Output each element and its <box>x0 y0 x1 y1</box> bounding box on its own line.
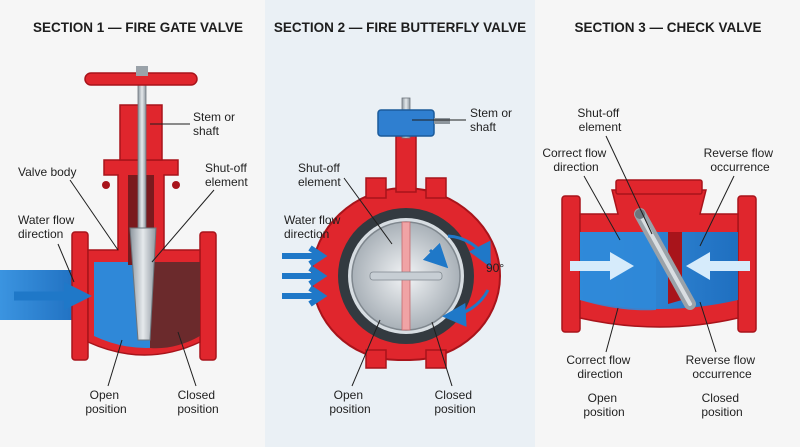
gate-bolt <box>102 181 110 189</box>
check-correct-top-label: Correct flow direction <box>542 146 609 174</box>
gate-right-flange <box>199 231 217 361</box>
gate-bolt <box>172 181 180 189</box>
check-shutoff-leader <box>605 135 653 235</box>
butterfly-closed-label: Closed position <box>434 388 475 416</box>
butterfly-closed-leader <box>431 321 453 387</box>
butterfly-flow-arrow <box>282 285 328 307</box>
gate-body-leader <box>69 179 119 251</box>
check-reverse-top-leader <box>699 175 735 247</box>
butterfly-angle-label: 90° <box>486 261 504 275</box>
butterfly-shutoff-label: Shut-off element <box>298 161 343 189</box>
section-2-title: SECTION 2 — FIRE BUTTERFLY VALVE <box>274 20 526 35</box>
check-reverse-bottom-leader <box>699 301 717 353</box>
check-hinge <box>635 209 645 219</box>
butterfly-disc-rib <box>369 271 443 281</box>
gate-open-label: Open position <box>85 388 126 416</box>
butterfly-stem-label: Stem or shaft <box>470 106 515 134</box>
check-correct-arrowhead <box>610 252 634 280</box>
butterfly-actuator-handle <box>434 118 450 124</box>
section-3-title: SECTION 3 — CHECK VALVE <box>574 20 761 35</box>
gate-closed-side <box>150 262 200 349</box>
butterfly-rotation-arrow <box>422 242 449 269</box>
check-closed-label: Closed position <box>701 391 742 419</box>
check-reverse-arrowhead <box>686 252 710 280</box>
check-correct-bottom-leader <box>605 307 619 353</box>
butterfly-valve <box>282 97 502 369</box>
gate-shutoff-leader <box>151 189 215 263</box>
check-correct-bottom-label: Correct flow direction <box>566 353 633 381</box>
check-shutoff-label: Shut-off element <box>577 106 622 134</box>
butterfly-open-leader <box>351 319 381 387</box>
gate-flow-leader <box>57 243 75 283</box>
gate-flow-arrowhead <box>64 282 92 310</box>
check-valve <box>561 179 757 333</box>
section-1-title: SECTION 1 — FIRE GATE VALVE <box>33 20 243 35</box>
gate-closed-leader <box>177 331 197 387</box>
check-correct-top-leader <box>583 175 621 241</box>
gate-valve <box>0 66 217 361</box>
butterfly-lug <box>365 349 387 369</box>
check-open-label: Open position <box>583 391 624 419</box>
gate-flow-label: Water flow direction <box>18 213 78 241</box>
butterfly-rotation-arrow <box>447 234 491 268</box>
butterfly-rotation-arrow <box>442 289 490 327</box>
gate-body-label: Valve body <box>18 165 76 179</box>
butterfly-open-label: Open position <box>329 388 370 416</box>
butterfly-flow-label: Water flow direction <box>284 213 344 241</box>
gate-stem-label: Stem or shaft <box>193 110 238 138</box>
butterfly-lug <box>425 349 447 369</box>
check-reverse-bottom-label: Reverse flow occurrence <box>686 353 759 381</box>
butterfly-shutoff-leader <box>343 177 393 245</box>
butterfly-actuator <box>377 109 435 137</box>
gate-shutoff-label: Shut-off element <box>205 161 250 189</box>
butterfly-flow-arrow <box>282 265 328 287</box>
butterfly-lug <box>365 177 387 199</box>
gate-open-leader <box>107 339 123 387</box>
gate-wedge <box>129 227 157 341</box>
check-clapper-highlight <box>638 212 692 306</box>
butterfly-lug <box>425 177 447 199</box>
gate-closed-label: Closed position <box>177 388 218 416</box>
gate-stem-nut <box>136 66 148 76</box>
butterfly-neck <box>395 129 417 193</box>
check-reverse-top-label: Reverse flow occurrence <box>704 146 777 174</box>
butterfly-flow-arrow <box>282 245 328 267</box>
check-cover <box>615 179 703 195</box>
gate-stem <box>137 81 147 233</box>
